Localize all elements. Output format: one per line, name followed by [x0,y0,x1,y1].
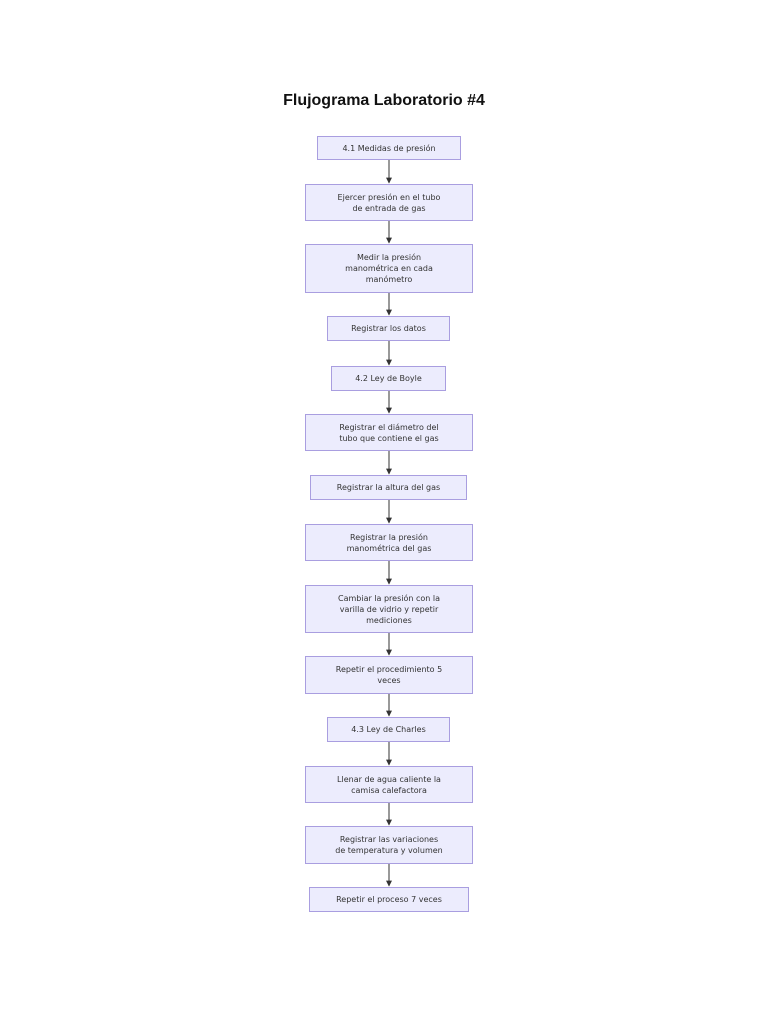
flow-node-registrar-altura: Registrar la altura del gas [310,475,467,500]
flow-node-medir-presion: Medir la presión manométrica en cada man… [305,244,473,293]
flow-node-repetir-5: Repetir el procedimiento 5 veces [305,656,473,694]
flow-node-medidas-presion: 4.1 Medidas de presión [317,136,461,160]
flow-node-registrar-variaciones: Registrar las variaciones de temperatura… [305,826,473,864]
flow-node-registrar-datos: Registrar los datos [327,316,450,341]
flow-node-ley-boyle: 4.2 Ley de Boyle [331,366,446,391]
flow-node-cambiar-presion: Cambiar la presión con la varilla de vid… [305,585,473,633]
flow-node-ley-charles: 4.3 Ley de Charles [327,717,450,742]
flow-node-registrar-presion: Registrar la presión manométrica del gas [305,524,473,561]
flow-node-registrar-diametro: Registrar el diámetro del tubo que conti… [305,414,473,451]
diagram-title: Flujograma Laboratorio #4 [283,92,485,109]
flow-node-ejercer-presion: Ejercer presión en el tubo de entrada de… [305,184,473,221]
flow-node-llenar-agua: Llenar de agua caliente la camisa calefa… [305,766,473,803]
flow-node-repetir-7: Repetir el proceso 7 veces [309,887,469,912]
